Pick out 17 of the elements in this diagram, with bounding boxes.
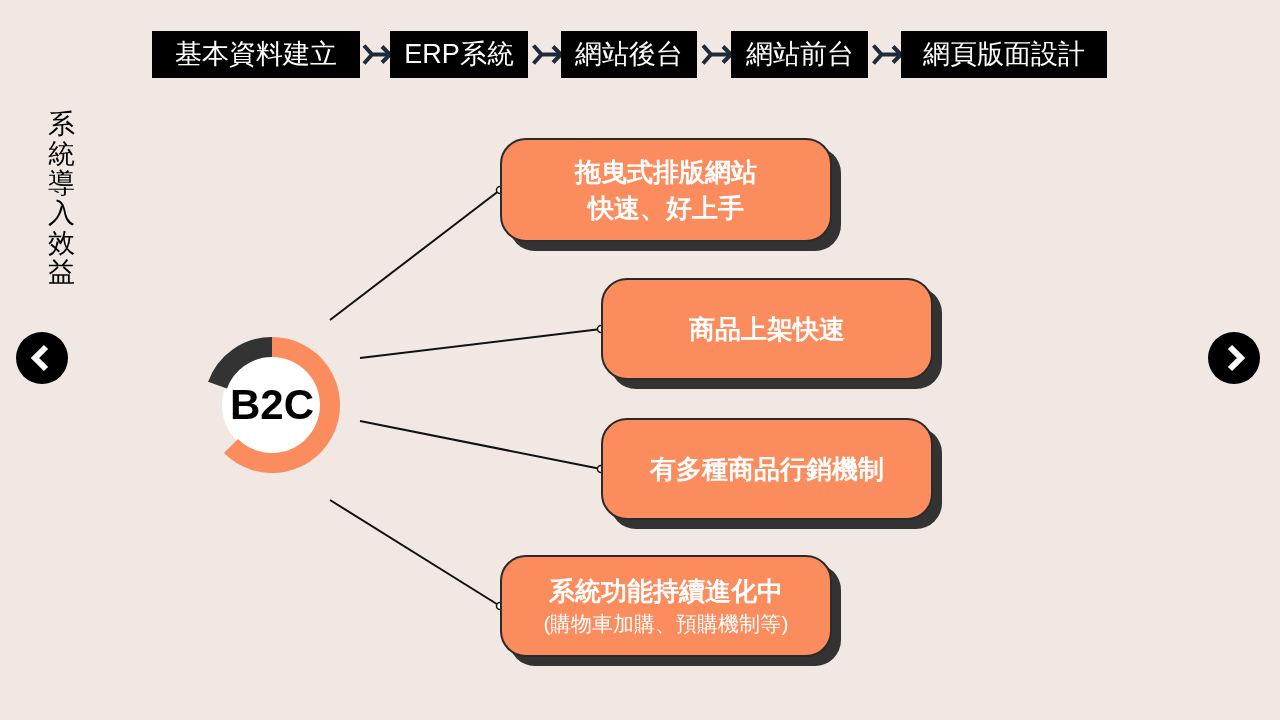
step-box: 網頁版面設計 (901, 31, 1107, 78)
chevron-arrow (362, 43, 392, 66)
ring-label: B2C (230, 384, 314, 426)
step-box: 基本資料建立 (152, 31, 360, 78)
card-text: 有多種商品行銷機制 (650, 452, 884, 486)
step-box: 網站前台 (731, 31, 868, 78)
chevron-arrow (701, 43, 733, 66)
chevron-arrow (531, 43, 563, 66)
card-text: 拖曳式排版網站 (575, 155, 757, 188)
card-text: 商品上架快速 (689, 312, 845, 346)
vertical-heading: 系統導入效益 (48, 110, 75, 289)
chevron-arrow (871, 43, 903, 66)
card-text: 系統功能持續進化中 (549, 574, 783, 608)
card-subtext: (購物車加購、預購機制等) (543, 611, 789, 638)
step-box: 網站後台 (561, 31, 697, 78)
step-box: ERP系統 (390, 31, 528, 78)
card-subtext: 快速、好上手 (588, 192, 744, 225)
